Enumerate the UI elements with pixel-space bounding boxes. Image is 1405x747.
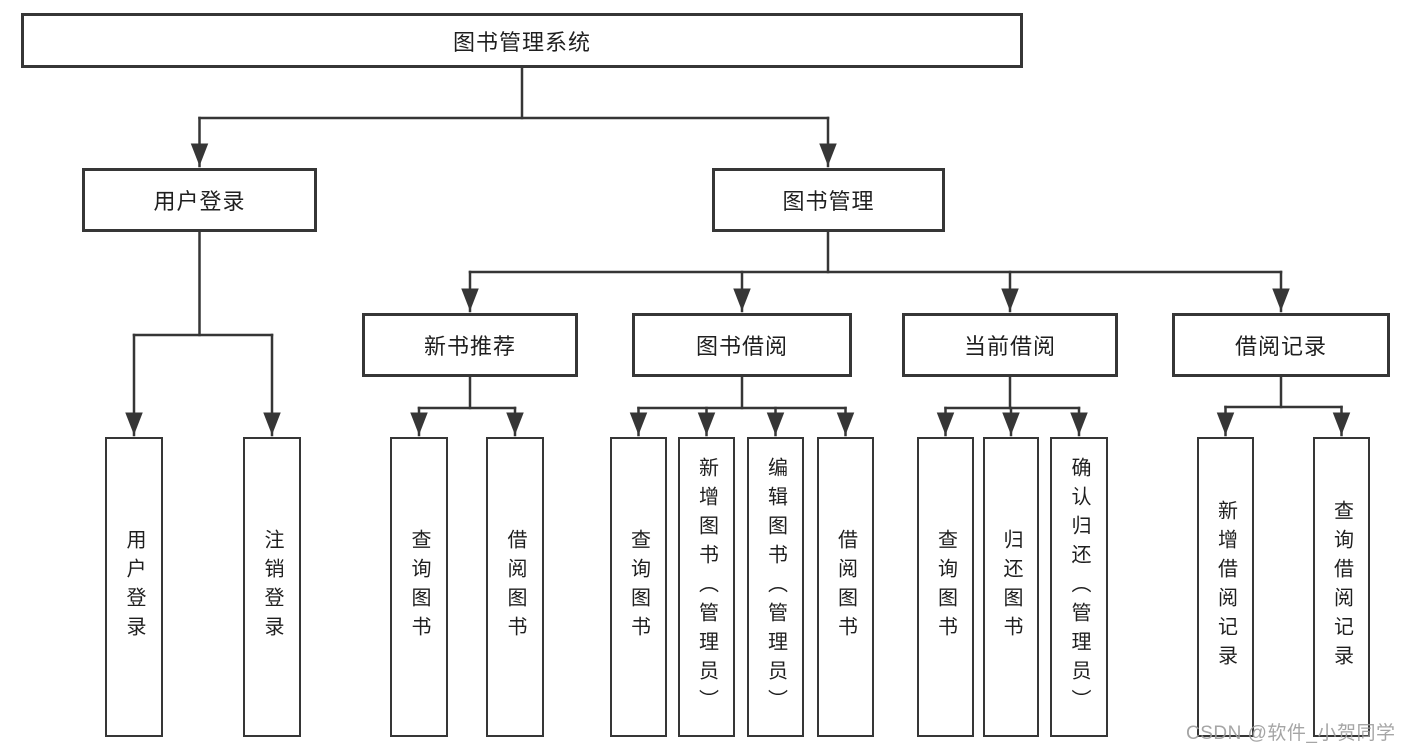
node-current-borrow-label: 当前借阅 <box>963 334 1056 359</box>
node-book-management: 图书管理 <box>712 168 945 232</box>
leaf-borrow-query-label: 查询图书 <box>627 529 650 645</box>
leaf-borrow-add-admin: 新增图书（管理员） <box>678 437 735 737</box>
node-borrow-records-label: 借阅记录 <box>1234 334 1327 359</box>
node-current-borrow: 当前借阅 <box>902 313 1118 377</box>
leaf-newbook-borrow: 借阅图书 <box>486 437 544 737</box>
leaf-user-logout: 注销登录 <box>243 437 301 737</box>
leaf-record-add: 新增借阅记录 <box>1197 437 1254 737</box>
node-new-book-recommend: 新书推荐 <box>362 313 578 377</box>
node-root-system: 图书管理系统 <box>21 13 1023 68</box>
leaf-borrow-edit-admin-label: 编辑图书（管理员） <box>764 456 787 718</box>
leaf-newbook-query: 查询图书 <box>390 437 448 737</box>
node-new-book-recommend-label: 新书推荐 <box>423 334 516 359</box>
leaf-borrow-add-admin-label: 新增图书（管理员） <box>695 456 718 718</box>
node-book-borrow: 图书借阅 <box>632 313 852 377</box>
leaf-current-confirm-admin: 确认归还（管理员） <box>1050 437 1108 737</box>
leaf-newbook-query-label: 查询图书 <box>408 529 430 645</box>
leaf-newbook-borrow-label: 借阅图书 <box>504 529 526 645</box>
node-book-management-label: 图书管理 <box>782 189 875 214</box>
leaf-record-query: 查询借阅记录 <box>1313 437 1370 737</box>
leaf-record-add-label: 新增借阅记录 <box>1214 500 1237 674</box>
node-book-borrow-label: 图书借阅 <box>695 334 788 359</box>
watermark: CSDN @软件_小贺同学 <box>1186 723 1396 744</box>
node-root-label: 图书管理系统 <box>452 29 591 55</box>
leaf-user-login: 用户登录 <box>105 437 163 737</box>
leaf-user-logout-label: 注销登录 <box>261 529 283 645</box>
leaf-record-query-label: 查询借阅记录 <box>1330 500 1353 674</box>
leaf-user-login-label: 用户登录 <box>123 529 145 645</box>
leaf-borrow-query: 查询图书 <box>610 437 667 737</box>
leaf-current-query-label: 查询图书 <box>934 529 957 645</box>
leaf-borrow-book: 借阅图书 <box>817 437 874 737</box>
leaf-current-return: 归还图书 <box>983 437 1039 737</box>
leaf-current-return-label: 归还图书 <box>1000 529 1022 645</box>
node-user-login-label: 用户登录 <box>153 189 246 214</box>
leaf-current-confirm-admin-label: 确认归还（管理员） <box>1068 456 1090 718</box>
node-borrow-records: 借阅记录 <box>1172 313 1390 377</box>
node-user-login: 用户登录 <box>82 168 317 232</box>
leaf-borrow-edit-admin: 编辑图书（管理员） <box>747 437 804 737</box>
leaf-current-query: 查询图书 <box>917 437 974 737</box>
leaf-borrow-book-label: 借阅图书 <box>834 529 857 645</box>
